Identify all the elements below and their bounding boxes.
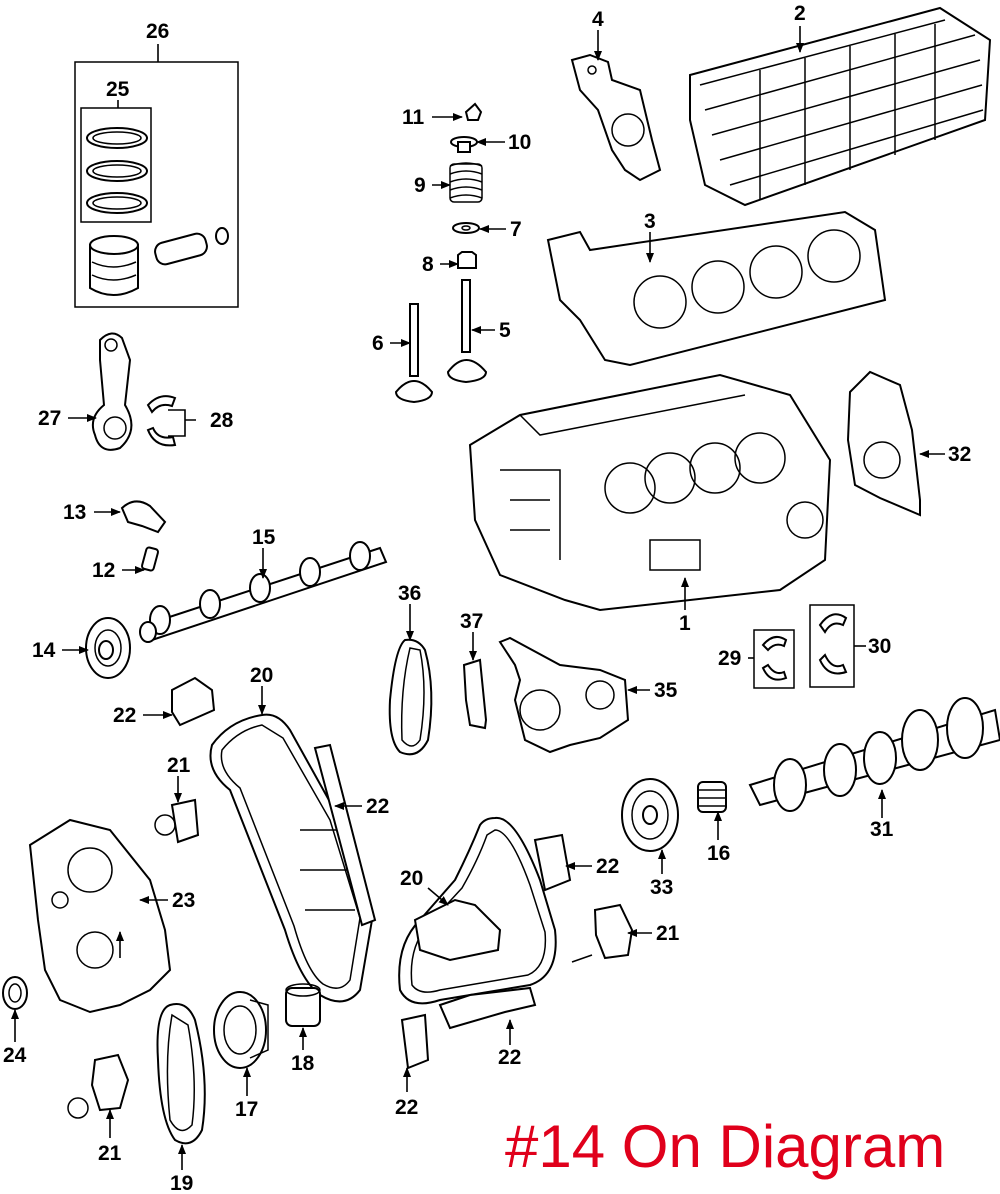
callout-12: 12: [92, 559, 115, 582]
callout-20-upper: 20: [250, 664, 273, 687]
main-bearings: [753, 604, 855, 689]
camshaft: [139, 541, 388, 643]
callout-21-right: 21: [656, 922, 680, 945]
leader-lines: [11, 26, 945, 1170]
chain-tensioner-lower-left: [67, 1053, 130, 1119]
callout-15: 15: [252, 526, 276, 549]
callout-31: 31: [870, 818, 894, 841]
chain-guide-small: [171, 676, 216, 727]
callout-32: 32: [948, 443, 971, 466]
callout-26: 26: [146, 20, 169, 43]
tensioner-rail: [462, 658, 488, 730]
rear-cover: [846, 370, 921, 517]
callout-22-bottom-left: 22: [395, 1096, 418, 1119]
callout-13: 13: [63, 501, 86, 524]
callout-5: 5: [499, 319, 511, 342]
callout-23: 23: [172, 889, 195, 912]
callout-6: 6: [372, 332, 384, 355]
vibration-damper: [621, 778, 679, 852]
callout-33: 33: [650, 876, 673, 899]
chain-guide-upper: [313, 743, 377, 927]
callout-19: 19: [170, 1172, 193, 1194]
callout-27: 27: [38, 407, 61, 430]
callout-4: 4: [592, 8, 604, 31]
timing-cover: [28, 818, 172, 1014]
chain-guide-bottom: [438, 986, 537, 1030]
callout-2: 2: [794, 2, 806, 25]
callout-3: 3: [644, 210, 656, 233]
callout-7: 7: [510, 218, 522, 241]
callout-20-lower: 20: [400, 867, 423, 890]
callout-36: 36: [398, 582, 421, 605]
engine-block: [468, 373, 832, 612]
crankshaft: [748, 697, 1000, 812]
small-belt: [388, 638, 433, 756]
chain-guide-bottom-small: [400, 1013, 430, 1070]
callout-22-upper-left: 22: [113, 704, 136, 727]
chain-tensioner-lower-right: [571, 903, 634, 963]
callout-37: 37: [460, 610, 483, 633]
callout-22-upper-right: 22: [366, 795, 389, 818]
valve-train: [394, 102, 488, 404]
spacer-sleeve: [285, 983, 321, 1027]
callout-10: 10: [508, 131, 531, 154]
callout-11: 11: [402, 106, 425, 129]
chain-tensioner-upper: [154, 798, 200, 844]
oil-pump: [498, 636, 630, 754]
callout-30: 30: [868, 635, 891, 658]
callout-16: 16: [707, 842, 730, 865]
callout-1: 1: [679, 612, 691, 635]
rod-bearings: [146, 395, 177, 447]
callout-29: 29: [718, 647, 741, 670]
head-gasket: [546, 210, 887, 367]
lower-belt: [156, 1003, 206, 1145]
chain-guide-lower-right: [533, 833, 572, 892]
highlight-caption: #14 On Diagram: [505, 1113, 946, 1180]
callout-14: 14: [32, 639, 56, 662]
callout-22-bottom: 22: [498, 1046, 521, 1069]
cylinder-head: [689, 6, 992, 207]
callout-9: 9: [414, 174, 426, 197]
callout-21-upper: 21: [167, 754, 191, 777]
rocker-arm-and-lash: [120, 500, 167, 572]
callout-8: 8: [422, 253, 434, 276]
callout-17: 17: [235, 1098, 258, 1121]
camshaft-adjuster-sprocket: [85, 617, 131, 679]
callout-35: 35: [654, 679, 678, 702]
rear-bracket: [570, 53, 662, 182]
connecting-rod: [91, 332, 133, 451]
callout-24: 24: [3, 1044, 27, 1067]
camshaft-gear: [213, 991, 269, 1069]
front-seal: [2, 976, 28, 1010]
chain-guide-lower-center: [413, 898, 502, 962]
callout-22-right: 22: [596, 855, 619, 878]
callout-28: 28: [210, 409, 234, 432]
callout-25: 25: [106, 78, 130, 101]
callout-18: 18: [291, 1052, 315, 1075]
callout-labels: 26 25 2 4 3 11 10 9 7 8 5 6 1 32 27 28 1…: [3, 2, 971, 1194]
callout-21-lower: 21: [98, 1142, 122, 1165]
piston-kit-group: [74, 61, 239, 308]
crankshaft-sprocket: [697, 781, 727, 813]
